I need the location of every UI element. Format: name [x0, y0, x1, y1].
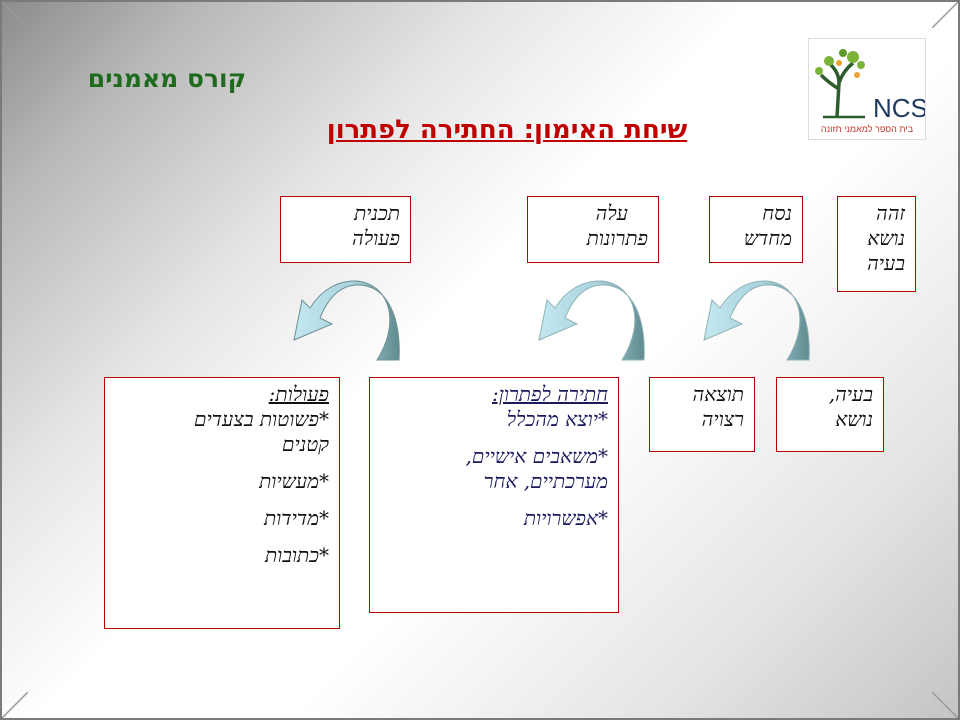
box-text-line: פתרונות	[586, 226, 648, 250]
corner-bevel-bottom-left	[2, 692, 28, 718]
box-raise-solutions: עלה פתרונות	[527, 196, 659, 263]
box-text-line: בעיה	[867, 251, 905, 275]
box-text-line: מחדש	[743, 226, 792, 250]
course-title: קורס מאמנים	[87, 64, 246, 93]
box-text-line: בעיה,	[828, 382, 873, 406]
box-text-line: קטנים	[281, 432, 329, 456]
corner-bevel-bottom-right	[932, 692, 958, 718]
box-text-line: נסח	[762, 201, 792, 225]
box-text-line: תוצאה	[692, 382, 744, 406]
curved-arrow-icon	[538, 280, 645, 361]
box-text-line: תכנית	[354, 201, 400, 225]
box-text-line: *כתובות	[264, 543, 329, 567]
box-text-line: *מדידות	[263, 506, 329, 530]
box-text-line: עלה	[595, 201, 628, 225]
curved-arrow-icon	[293, 280, 400, 361]
slide-title: שיחת האימון: החתירה לפתרון	[326, 115, 688, 145]
box-action-plan: תכנית פעולה	[280, 196, 411, 263]
box-desired-outcome: תוצאה רצויה	[649, 377, 755, 452]
box-heading: פעולות:	[268, 382, 329, 406]
box-text-line: נושא	[835, 407, 873, 431]
tree-logo-icon: NCS בית הספר למאמני תזונה	[815, 49, 928, 134]
corner-bevel-top-right	[932, 2, 958, 28]
box-text-line: *אפשרויות	[523, 506, 608, 530]
curved-arrow-icon	[703, 280, 810, 361]
box-text-line: *יוצא מהכלל	[506, 407, 608, 431]
box-text-line: *מעשיות	[259, 469, 329, 493]
box-text-line: *פשוטות בצעדים	[194, 407, 329, 431]
box-striving-for-solution: חתירה לפתרון: *יוצא מהכלל *משאבים אישיים…	[369, 377, 619, 613]
box-text-line: זהה	[875, 201, 905, 225]
logo-subtitle-text: בית הספר למאמני תזונה	[821, 124, 914, 134]
box-heading: חתירה לפתרון:	[492, 382, 608, 406]
box-text-line: מערכתיים, אחר	[483, 469, 608, 493]
box-text-line: נושא	[867, 226, 905, 250]
logo-brand-text: NCS	[873, 93, 925, 123]
ncs-logo: NCS בית הספר למאמני תזונה	[808, 38, 928, 140]
box-actions: פעולות: *פשוטות בצעדים קטנים *מעשיות *מד…	[104, 377, 340, 629]
box-rephrase: נסח מחדש	[709, 196, 803, 263]
box-text-line: פעולה	[352, 226, 400, 250]
box-text-line: *משאבים אישיים,	[465, 444, 608, 468]
box-identify-topic: זהה נושא בעיה	[837, 196, 916, 292]
box-problem-topic: בעיה, נושא	[776, 377, 884, 452]
box-text-line: רצויה	[701, 407, 744, 431]
corner-bevel-top-left	[2, 2, 28, 28]
